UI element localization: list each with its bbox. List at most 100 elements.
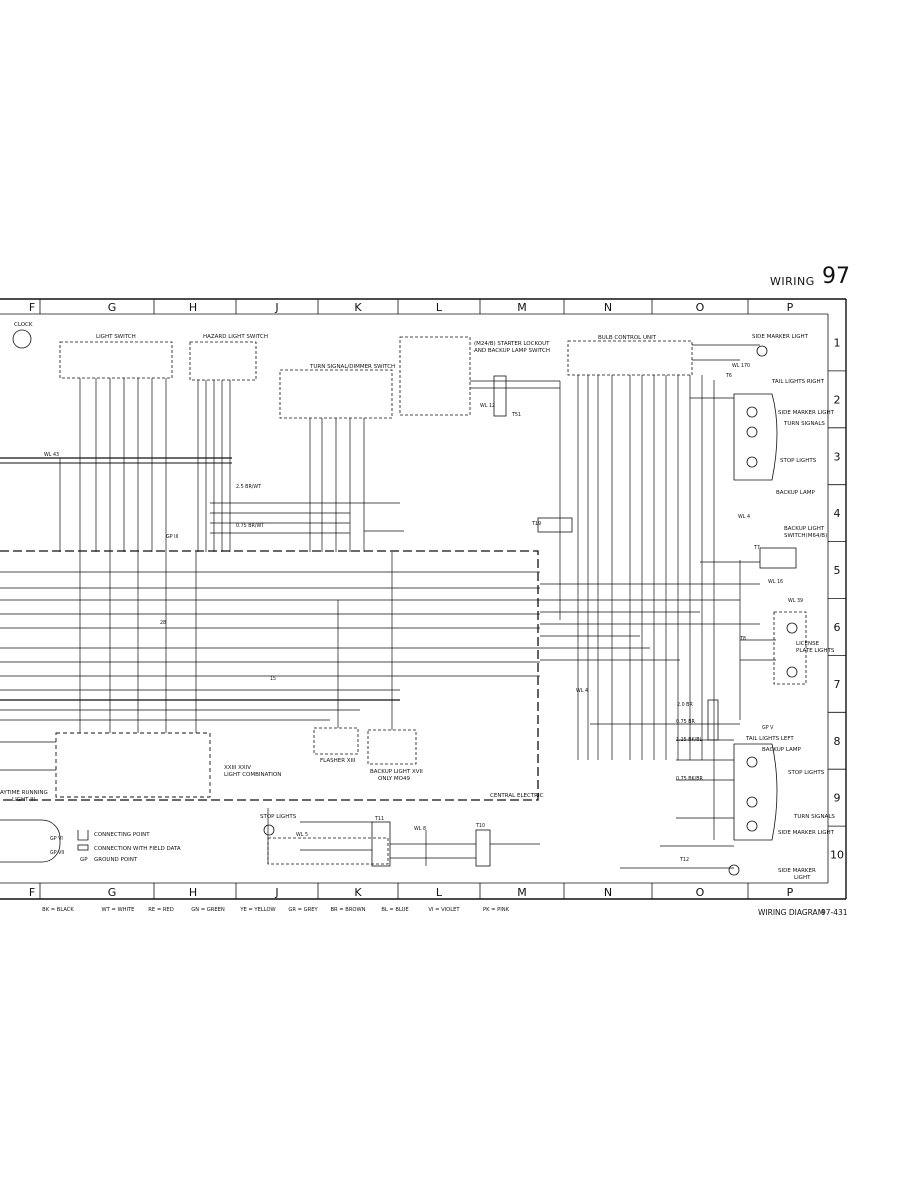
- side-marker-bottom-label-2: LIGHT: [794, 875, 811, 881]
- tail-right-lamp-1: [746, 406, 758, 418]
- hazard-switch-box: [189, 341, 257, 381]
- tag-t10: T10: [475, 823, 485, 829]
- column-label-K: K: [354, 301, 362, 314]
- tag-t12: T12: [679, 857, 689, 863]
- column-label-H: H: [189, 301, 197, 314]
- column-label-F: F: [29, 301, 35, 314]
- tag-wl12: WL 12: [480, 403, 495, 409]
- tag-t11: T11: [374, 816, 384, 822]
- turn-signals-left-label: TURN SIGNALS: [793, 814, 835, 820]
- tag-wl16: WL 16: [768, 579, 783, 585]
- tail-right-lamp-2: [746, 426, 758, 438]
- central-electric-label: CENTRAL ELECTRIC: [490, 793, 544, 799]
- backup-light-label-2: ONLY MO49: [378, 776, 410, 782]
- row-label-7: 7: [834, 678, 841, 691]
- turn-signals-right-label: TURN SIGNALS: [783, 421, 825, 427]
- row-label-2: 2: [834, 393, 841, 406]
- row-label-3: 3: [834, 450, 841, 463]
- backup-light-box: [367, 729, 417, 765]
- tag-gp3: GP III: [166, 534, 178, 540]
- row-label-1: 1: [834, 336, 841, 349]
- license-plate-label-2: PLATE LIGHTS: [796, 648, 835, 654]
- tag-wire-125: 1.25 BK/BL: [676, 737, 703, 743]
- tail-lights-right-label: TAIL LIGHTS RIGHT: [771, 379, 825, 385]
- column-label-N: N: [604, 301, 612, 314]
- column-label-M: M: [517, 886, 527, 899]
- tag-wire-075bk: 0.75 BK/BR: [676, 776, 704, 782]
- flasher-box: [313, 727, 359, 755]
- legend-ground-point: GROUND POINT: [94, 857, 138, 863]
- backup-lamp-left-label: BACKUP LAMP: [762, 747, 802, 753]
- tag-wl8: WL 8: [414, 826, 426, 832]
- light-switch-label: LIGHT SWITCH: [96, 334, 136, 340]
- light-combination-label: LIGHT COMBINATION: [224, 772, 281, 778]
- column-label-P: P: [787, 886, 794, 899]
- column-label-J: J: [274, 301, 278, 314]
- tail-right-lamp-3: [746, 456, 758, 468]
- side-marker-lamp-bottom: [728, 864, 740, 876]
- row-label-8: 8: [834, 735, 841, 748]
- tag-wl4a: WL 4: [738, 514, 750, 520]
- light-combination-id: XXIII XXIV: [224, 765, 251, 771]
- tail-lights-left-label: TAIL LIGHTS LEFT: [745, 736, 794, 742]
- connecting-point-symbol: [77, 830, 89, 841]
- license-lamp-2: [786, 666, 798, 678]
- daytime-running-label: AYTIME RUNNING: [0, 790, 48, 796]
- tail-left-lamp-1: [746, 756, 758, 768]
- stop-lamp-center: [263, 824, 275, 836]
- column-label-P: P: [787, 301, 794, 314]
- page-number: 97: [822, 264, 850, 289]
- color-code-3: GN = GREEN: [191, 907, 225, 913]
- car-outline: [0, 819, 61, 863]
- t11-connector: [371, 821, 391, 867]
- tag-gp7: GP VII: [50, 850, 64, 856]
- diagram-number: 97-431: [821, 908, 848, 917]
- tail-light-right-housing: [733, 393, 778, 481]
- t10-connector: [475, 829, 491, 867]
- color-code-6: BR = BROWN: [330, 907, 365, 913]
- license-plate-housing: [773, 611, 807, 685]
- daytime-running-label-2: LIGHT III: [12, 797, 35, 803]
- tag-wl39: WL 39: [788, 598, 803, 604]
- color-code-4: YE = YELLOW: [239, 907, 275, 913]
- backup-lamp-right-label: BACKUP LAMP: [776, 490, 816, 496]
- field-data-symbol: [77, 844, 89, 851]
- tag-wl5: WL 5: [296, 832, 308, 838]
- stop-lights-right-label: STOP LIGHTS: [780, 458, 817, 464]
- backup-switch-label: BACKUP LIGHT: [784, 526, 825, 532]
- row-label-6: 6: [834, 621, 841, 634]
- t19-connector: [537, 517, 573, 533]
- clock-symbol: [12, 329, 32, 349]
- tail-left-lamp-2: [746, 796, 758, 808]
- tag-pin28: 28: [160, 620, 166, 626]
- row-label-5: 5: [834, 564, 841, 577]
- side-marker-top-label: SIDE MARKER LIGHT: [752, 334, 809, 340]
- tag-t7: T7: [753, 545, 760, 551]
- legend-connecting-point: CONNECTING POINT: [94, 832, 150, 838]
- turn-signal-switch-label: TURN SIGNAL/DIMMER SWITCH: [309, 364, 395, 370]
- column-label-G: G: [108, 886, 117, 899]
- column-label-M: M: [517, 301, 527, 314]
- bulb-control-label: BULB CONTROL UNIT: [598, 335, 657, 341]
- tag-wl4b: WL 4: [576, 688, 588, 694]
- color-code-8: VI = VIOLET: [428, 907, 460, 913]
- starter-lockout-label: (M24/B) STARTER LOCKOUT: [474, 341, 550, 347]
- legend-gp-code: GP: [80, 857, 88, 863]
- color-code-9: PK = PINK: [483, 907, 510, 913]
- tag-gpv: GP V: [762, 725, 774, 731]
- column-label-F: F: [29, 886, 35, 899]
- tag-wire-25: 2.5 BR/WT: [236, 484, 261, 490]
- column-label-G: G: [108, 301, 117, 314]
- color-code-5: GR = GREY: [288, 907, 318, 913]
- light-combination-box: [55, 732, 211, 798]
- hazard-switch-label: HAZARD LIGHT SWITCH: [203, 334, 268, 340]
- tag-t51: T51: [511, 412, 521, 418]
- column-label-L: L: [436, 301, 443, 314]
- color-code-0: BK = BLACK: [42, 907, 74, 913]
- t51-connector: [493, 375, 507, 417]
- tag-gp6: GP VI: [50, 836, 63, 842]
- license-plate-label: LICENSE: [796, 641, 820, 647]
- stop-lights-center-label: STOP LIGHTS: [260, 814, 297, 820]
- starter-lockout-label-2: AND BACKUP LAMP SWITCH: [474, 348, 550, 354]
